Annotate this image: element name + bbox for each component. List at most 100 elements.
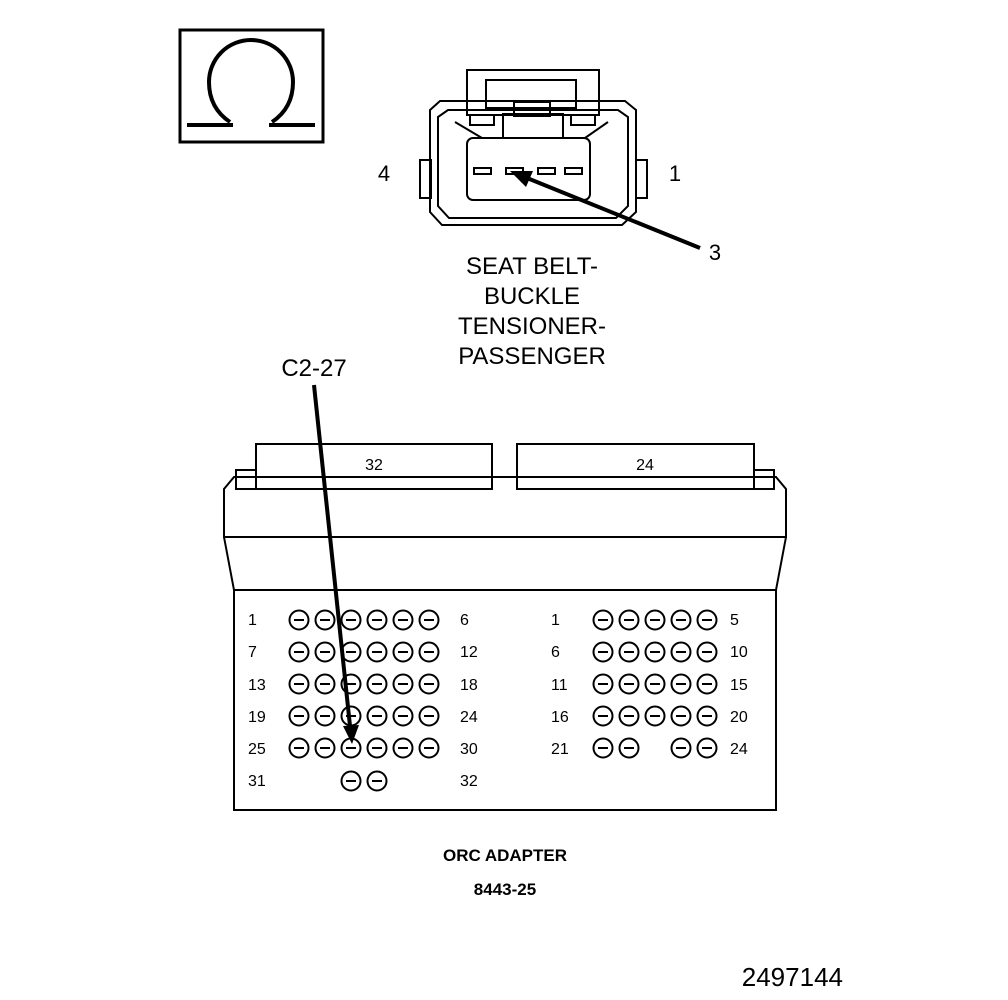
- pin-socket: [418, 673, 440, 695]
- left-row-start-label: 19: [248, 709, 266, 726]
- left-row-end-label: 18: [460, 677, 478, 694]
- left-row-end-label: 12: [460, 644, 478, 661]
- left-row-start-label: 13: [248, 677, 266, 694]
- pin-socket: [288, 737, 310, 759]
- right-block-label: 24: [636, 457, 654, 474]
- connector-pin-left-label: 4: [378, 161, 390, 186]
- pin-socket: [392, 673, 414, 695]
- pin-socket: [592, 641, 614, 663]
- left-row-start-label: 7: [248, 644, 257, 661]
- left-row-end-label: 24: [460, 709, 478, 726]
- connector-name-line-1: SEAT BELT-: [466, 253, 598, 280]
- left-row-end-label: 30: [460, 741, 478, 758]
- pin-socket: [288, 673, 310, 695]
- pin-socket: [418, 609, 440, 631]
- pin-socket: [670, 705, 692, 727]
- seat-belt-connector: [419, 69, 648, 226]
- pin-socket: [288, 705, 310, 727]
- pin-socket: [366, 609, 388, 631]
- right-row-start-label: 21: [551, 741, 569, 758]
- left-block-label: 32: [365, 457, 383, 474]
- c2-27-callout-label: C2-27: [281, 355, 346, 382]
- adapter-name: ORC ADAPTER: [443, 846, 567, 865]
- right-row-end-label: 5: [730, 612, 739, 629]
- pin-socket: [314, 641, 336, 663]
- pin-socket: [696, 641, 718, 663]
- pin-socket: [314, 673, 336, 695]
- pin-socket: [592, 737, 614, 759]
- pin-3-callout-arrow: [510, 171, 701, 250]
- pin-socket: [392, 641, 414, 663]
- right-row-start-label: 11: [551, 677, 568, 694]
- pin-socket: [288, 641, 310, 663]
- pin-socket: [592, 705, 614, 727]
- pin-socket: [392, 737, 414, 759]
- pin-3-callout-label: 3: [709, 240, 721, 265]
- pin-socket: [340, 609, 362, 631]
- left-row-start-label: 1: [248, 612, 257, 629]
- left-row-start-labels: 1 7 13 19 25 31: [248, 612, 266, 790]
- pin-socket: [696, 737, 718, 759]
- left-row-end-label: 32: [460, 773, 478, 790]
- pin-socket: [618, 609, 640, 631]
- adapter-part-number: 8443-25: [474, 880, 536, 899]
- pin-socket: [670, 609, 692, 631]
- pin-socket: [618, 705, 640, 727]
- pin-socket: [366, 737, 388, 759]
- pin-socket: [366, 641, 388, 663]
- right-row-end-label: 24: [730, 741, 748, 758]
- pin-socket: [418, 737, 440, 759]
- right-row-start-label: 16: [551, 709, 569, 726]
- right-row-end-label: 20: [730, 709, 748, 726]
- connector-name-line-2: BUCKLE: [484, 283, 580, 310]
- pin-socket: [340, 705, 362, 727]
- connector-name-line-3: TENSIONER-: [458, 313, 606, 340]
- pin-socket: [670, 737, 692, 759]
- pin-socket: [696, 673, 718, 695]
- pin-socket: [288, 609, 310, 631]
- pin-socket: [392, 705, 414, 727]
- pin-socket: [696, 705, 718, 727]
- right-row-start-label: 1: [551, 612, 560, 629]
- pin-socket: [644, 641, 666, 663]
- pin-socket: [618, 673, 640, 695]
- pin-socket: [314, 705, 336, 727]
- pin-socket: [670, 673, 692, 695]
- connector-name-line-4: PASSENGER: [458, 343, 606, 370]
- pin-socket: [314, 737, 336, 759]
- left-row-start-label: 31: [248, 773, 266, 790]
- pin-socket: [644, 705, 666, 727]
- pin-socket: [340, 737, 362, 759]
- figure-id: 2497144: [742, 962, 843, 992]
- pin-socket: [618, 737, 640, 759]
- pin-socket: [340, 770, 362, 792]
- pin-socket: [644, 609, 666, 631]
- pin-socket: [670, 641, 692, 663]
- left-row-start-label: 25: [248, 741, 266, 758]
- pin-socket: [418, 641, 440, 663]
- right-row-start-label: 6: [551, 644, 560, 661]
- pin-socket: [592, 609, 614, 631]
- adapter-pin-sockets: [288, 609, 718, 792]
- pin-socket: [418, 705, 440, 727]
- right-row-start-labels: 1 6 11 16 21: [551, 612, 569, 758]
- connector-pin-right-label: 1: [669, 161, 681, 186]
- right-row-end-label: 10: [730, 644, 748, 661]
- right-row-end-label: 15: [730, 677, 748, 694]
- ohm-symbol-icon: [178, 28, 325, 144]
- pin-socket: [314, 609, 336, 631]
- pin-socket: [392, 609, 414, 631]
- right-row-end-labels: 5 10 15 20 24: [730, 612, 748, 758]
- left-row-end-labels: 6 12 18 24 30 32: [460, 612, 478, 790]
- pin-socket: [592, 673, 614, 695]
- pin-socket: [366, 770, 388, 792]
- pin-socket: [366, 673, 388, 695]
- pin-socket: [366, 705, 388, 727]
- pin-socket: [618, 641, 640, 663]
- orc-adapter-body: [223, 443, 787, 811]
- pin-socket: [644, 673, 666, 695]
- left-row-end-label: 6: [460, 612, 469, 629]
- pin-socket: [696, 609, 718, 631]
- c2-27-callout-arrow: [312, 384, 359, 744]
